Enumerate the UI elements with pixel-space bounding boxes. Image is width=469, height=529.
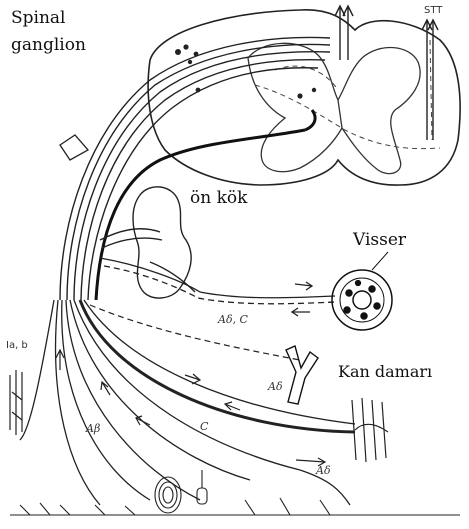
left-fiber-arrow [56,350,64,370]
peripheral-fibers [20,300,355,505]
label-fiber-ab: Aβ [86,422,100,435]
label-stt: STT [424,5,442,16]
peripheral-arrows [101,374,240,425]
viscera-organ [332,252,392,330]
visceral-fibers [100,258,335,304]
spinal-cord [148,10,460,185]
vessel-fiber [90,305,300,360]
label-fiber-ad-upper: Aδ [268,380,283,393]
label-fiber-ad-c: Aδ, C [218,313,248,326]
blood-vessel [286,346,318,404]
label-blood-vessel: Kan damarı [338,362,432,381]
label-ventral-root: ön kök [190,188,247,208]
label-fiber-ad-lower: Aδ [316,464,331,477]
label-viscera: Visser [353,230,406,250]
label-ganglion: ganglion [11,35,86,55]
label-spinal: Spinal [11,8,66,28]
sympathetic-ganglion [100,187,195,298]
visceral-arrows [292,282,312,316]
muscle-spindle [10,370,22,435]
branch-upper-left [60,135,88,160]
skin-end-organs [10,470,460,515]
grey-matter [248,43,420,173]
label-fiber-ia-b: Ia, b [6,340,28,351]
label-fiber-c: C [200,420,208,433]
